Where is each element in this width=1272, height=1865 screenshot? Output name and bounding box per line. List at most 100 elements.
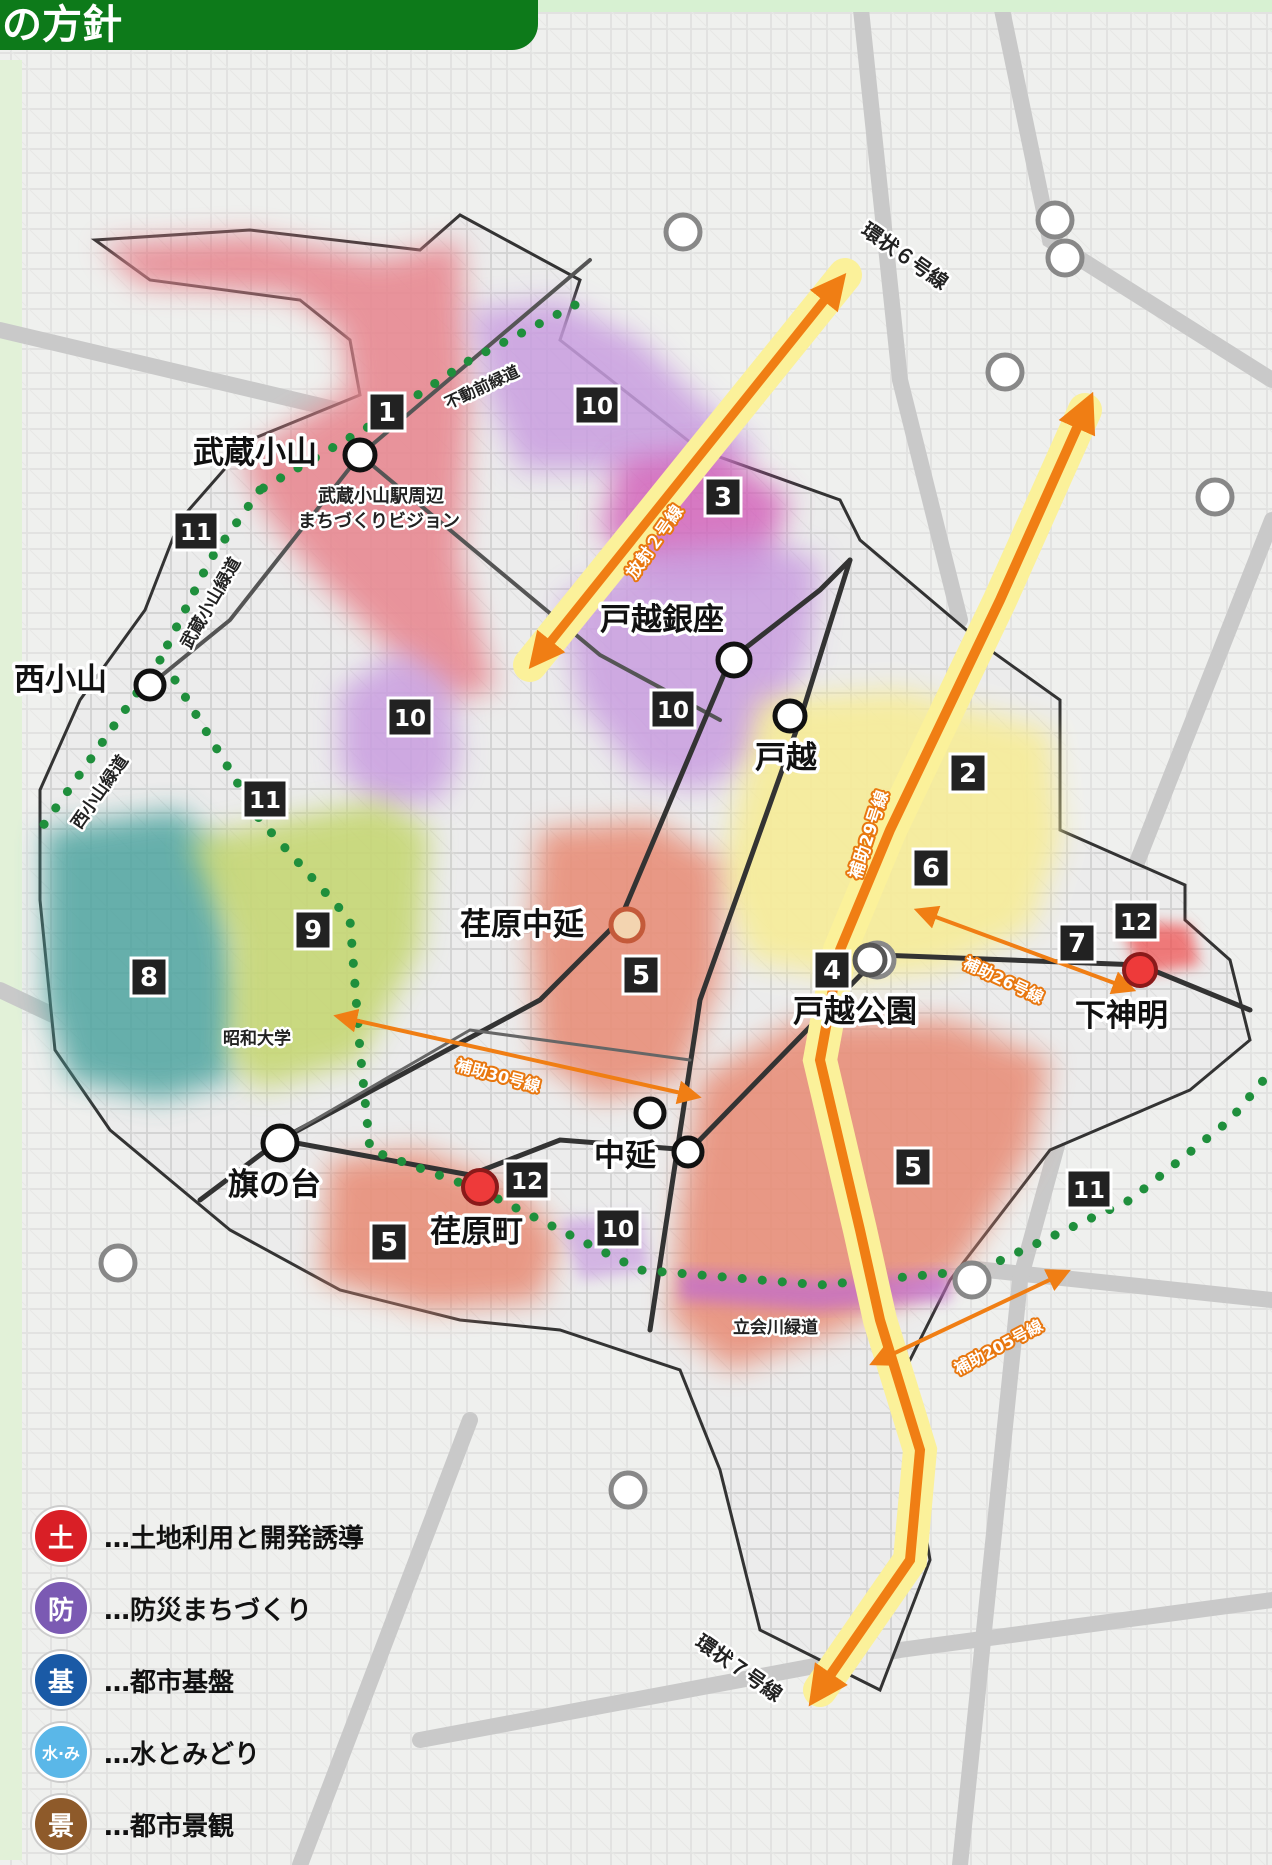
zone-5-southwest [320,1150,560,1310]
station-marker-nakanobu-2[interactable] [671,1135,705,1169]
station-label-togoshikoen: 戸越公園 [793,994,917,1030]
station-marker-hatanodai[interactable] [260,1123,300,1163]
label-vision-line2: まちづくりビジョン [298,511,460,532]
legend-text-infrastructure: …都市基盤 [104,1667,235,1698]
zone-number-box-5: 5 [893,1146,933,1188]
station-label-hatanodai: 旗の台 [228,1167,321,1203]
zone-number-text: 1 [378,398,396,428]
greenway-musashikoyama [155,485,265,665]
station-label-togoshiginza: 戸越銀座 [600,602,724,638]
zone-number-text: 11 [180,520,212,546]
legend-text-land-use: …土地利用と開発誘導 [104,1523,365,1554]
header-title: の方針 [2,2,122,48]
zone-8-teal [45,810,240,1100]
header-strip [538,0,1272,12]
station-marker-togoshiginza[interactable] [715,641,753,679]
station-marker-ebaramachi[interactable] [461,1168,499,1206]
zone-number-text: 2 [959,759,977,789]
station-label-shimoshinmei: 下神明 [1075,998,1168,1034]
zone-number-box-7: 7 [1057,922,1097,964]
zone-number-text: 9 [304,916,322,946]
legend-item-land-use: 土 …土地利用と開発誘導 [32,1500,552,1572]
legend-item-disaster: 防 …防災まちづくり [32,1572,552,1644]
zone-number-box-10: 10 [573,384,621,426]
greenway-fudomae [255,300,580,495]
zone-number-box-2: 2 [948,752,988,794]
zone-number-text: 4 [823,956,841,986]
station-label-togoshi: 戸越 [755,740,818,776]
zone-number-text: 6 [922,854,940,884]
zone-number-box-12: 12 [503,1159,551,1201]
zone-number-text: 10 [581,394,613,420]
zone-number-box-9: 9 [293,909,333,951]
legend-text-landscape: …都市景観 [104,1811,235,1842]
station-markers [133,437,1158,1206]
road-hoshasen2 [528,272,847,670]
zone-number-box-11: 11 [172,510,220,552]
zone-number-text: 7 [1068,929,1086,959]
station-marker-ebaranakanobu[interactable] [608,906,646,944]
zone-number-box-12: 12 [1112,900,1160,942]
legend-item-water-green: 水·み …水とみどり [32,1716,552,1788]
legend-item-infrastructure: 基 …都市基盤 [32,1644,552,1716]
zone-number-text: 11 [1073,1178,1105,1204]
legend: 土 …土地利用と開発誘導 防 …防災まちづくり 基 …都市基盤 水·み …水とみ… [32,1500,552,1860]
station-marker-togoshi[interactable] [772,698,808,734]
zone-number-box-10: 10 [594,1207,642,1249]
road-hojo29 [808,391,1096,1707]
station-marker-togoshikoen[interactable] [852,942,888,978]
zone-number-box-3: 3 [703,476,743,518]
major-roads [333,258,1137,1707]
zone-number-box-4: 4 [812,949,852,991]
legend-text-disaster: …防災まちづくり [104,1595,313,1626]
disaster-prevention-icon: 防 [32,1579,90,1637]
infrastructure-icon: 基 [32,1651,90,1709]
zone-number-box-11: 11 [241,778,289,820]
zone-number-text: 11 [249,788,281,814]
road-hojo30 [333,1008,702,1105]
station-marker-nishikoyama[interactable] [133,668,167,702]
zone-number-text: 5 [904,1153,922,1183]
zone-number-box-11: 11 [1065,1168,1113,1210]
label-tachiai: 立会川緑道 [733,1317,818,1338]
zone-number-text: 5 [380,1228,398,1258]
station-label-nishikoyama: 西小山 [14,662,107,698]
land-use-icon: 土 [32,1507,90,1565]
header-banner: の方針 [0,0,538,50]
road-hojo205 [869,1269,1071,1366]
zone-number-text: 5 [632,961,650,991]
label-showa: 昭和大学 [223,1028,291,1049]
zone-number-text: 10 [657,698,689,724]
legend-text-water-green: …水とみどり [104,1739,261,1770]
station-label-nakanobu: 中延 [594,1138,657,1174]
water-green-icon: 水·み [32,1723,90,1781]
legend-item-landscape: 景 …都市景観 [32,1788,552,1860]
zone-number-box-5: 5 [369,1221,409,1263]
station-marker-shimoshinmei[interactable] [1122,952,1158,988]
station-marker-nakanobu-1[interactable] [633,1096,667,1130]
station-label-ebaranakanobu: 荏原中延 [460,907,585,943]
zone-number-text: 10 [602,1217,634,1243]
zone-number-box-10: 10 [386,696,434,738]
zone-number-text: 10 [394,706,426,732]
station-marker-musashikoyama[interactable] [342,437,378,473]
zone-number-text: 8 [140,963,158,993]
zone-number-box-5: 5 [621,954,661,996]
zone-number-box-10: 10 [649,688,697,730]
zone-number-text: 3 [714,483,732,513]
label-vision-line1: 武蔵小山駅周辺 [318,486,444,507]
zone-number-text: 12 [1120,910,1152,936]
station-label-ebaramachi: 荏原町 [430,1214,523,1250]
zone-number-text: 12 [511,1169,543,1195]
road-hojo26 [913,905,1137,995]
station-label-musashikoyama: 武蔵小山 [193,435,317,471]
landscape-icon: 景 [32,1795,90,1853]
station-labels: 武蔵小山 西小山 戸越銀座 戸越 荏原中延 戸越公園 下神明 旗の台 中延 荏原… [11,432,1172,1254]
zone-number-box-6: 6 [911,847,951,889]
zone-number-box-1: 1 [367,391,407,433]
zone-number-box-8: 8 [129,956,169,998]
left-green-strip [0,60,22,1860]
